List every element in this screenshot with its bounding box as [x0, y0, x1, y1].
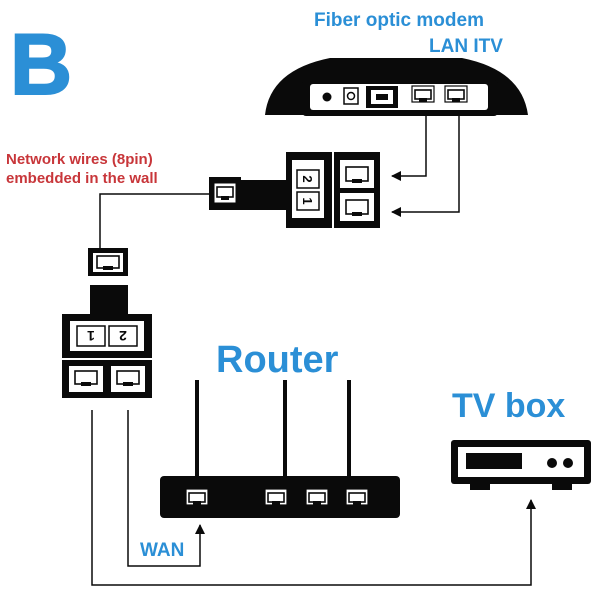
modem-itv-port [444, 85, 468, 103]
top-splitter-output-port-2 [340, 193, 374, 221]
router [160, 380, 400, 518]
panel-letter: B [9, 17, 73, 113]
top-splitter-output-port-1 [340, 160, 374, 188]
tv-box-title: TV box [452, 387, 566, 425]
router-lan-port-2 [305, 488, 329, 506]
top-splitter-input-port [213, 182, 237, 204]
modem-title: Fiber optic modem [314, 10, 484, 31]
tv-box-button-2 [563, 458, 573, 468]
bottom-splitter: 1 2 [62, 248, 152, 398]
router-lan-port-1 [264, 488, 288, 506]
tv-box-button-1 [547, 458, 557, 468]
top-splitter: 2 1 [209, 152, 380, 228]
modem-ports-label: LAN ITV [429, 36, 503, 57]
modem-wan-port [366, 86, 398, 108]
top-splitter-port-label-b: 1 [300, 197, 315, 204]
modem-to-splitter-wires [391, 110, 460, 217]
wall-network-wire [99, 193, 209, 250]
tv-box-display [466, 453, 522, 469]
bottom-splitter-input-port [93, 253, 123, 272]
modem-power-led [322, 92, 332, 102]
iptv-wire [91, 410, 536, 586]
wall-wires-label-line2: embedded in the wall [6, 170, 158, 187]
wall-wires-label-line1: Network wires (8pin) [6, 151, 153, 168]
router-wan-port [185, 488, 209, 506]
wan-wire [127, 410, 205, 567]
bottom-splitter-output-port-2 [111, 366, 145, 392]
wan-label: WAN [140, 540, 185, 561]
top-splitter-port-label-a: 2 [300, 175, 315, 182]
tv-box [451, 440, 591, 490]
bottom-splitter-port-label-b: 2 [119, 328, 127, 344]
fiber-modem [265, 58, 528, 116]
bottom-splitter-port-label-a: 1 [87, 328, 95, 344]
bottom-splitter-output-port-1 [69, 366, 103, 392]
modem-lan-port [411, 85, 435, 103]
router-lan-port-3 [345, 488, 369, 506]
router-title: Router [216, 339, 339, 381]
modem-power-jack [343, 87, 359, 105]
